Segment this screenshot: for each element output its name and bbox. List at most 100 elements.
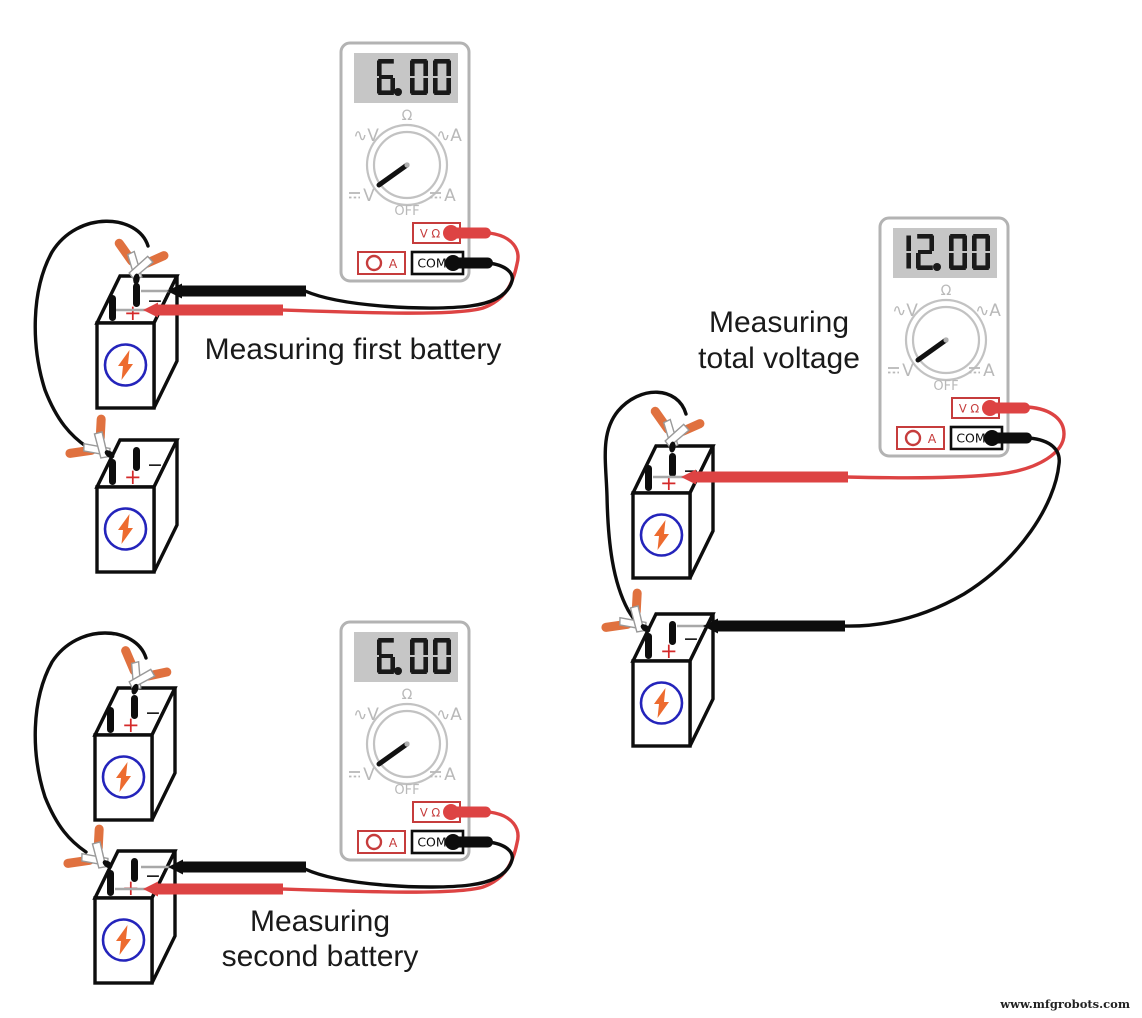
lcd-segment <box>949 253 954 269</box>
lcd-segment <box>410 78 415 94</box>
battery: +− <box>94 274 180 410</box>
lcd-segment <box>378 59 394 64</box>
jumper-wire <box>33 219 150 449</box>
lcd-segment <box>390 78 395 94</box>
lcd-segment <box>377 639 382 655</box>
clip-bite <box>133 273 140 285</box>
terminal-label-positive: + <box>660 471 678 495</box>
lcd-segment <box>917 265 933 270</box>
jack-volts-ohms-label: V Ω <box>420 806 441 820</box>
lightning-bolt-icon <box>654 520 669 550</box>
lcd-segment <box>423 639 428 655</box>
lcd-segment <box>962 235 967 251</box>
lcd-segment <box>410 657 415 673</box>
dial-pointer <box>376 741 410 767</box>
red-plug <box>443 804 459 820</box>
dial-outer-ring <box>365 123 449 207</box>
battery-terminal-positive <box>645 465 652 491</box>
clip-bite <box>131 683 139 695</box>
lightning-bolt-icon <box>654 688 669 718</box>
clip-bite <box>102 860 113 869</box>
lcd-segment <box>378 669 394 674</box>
red-probe <box>694 471 848 483</box>
black-plug <box>445 255 461 271</box>
red-plug <box>443 225 459 241</box>
jack-volts-ohms-label: V Ω <box>959 402 980 416</box>
lcd-decimal-point <box>394 88 402 96</box>
lcd-segment <box>379 654 393 658</box>
lcd-segment <box>950 265 966 270</box>
lcd-segment <box>410 639 415 655</box>
jack-common-label: COM <box>417 256 446 271</box>
red-plug <box>451 806 491 818</box>
red-probe-tip <box>143 302 158 318</box>
black-probe-tip <box>167 283 182 299</box>
red-probe-tip <box>143 881 158 897</box>
lcd-segment <box>446 60 451 76</box>
jack-amps-socket-icon <box>904 429 922 447</box>
dial-inner-ring <box>372 130 442 200</box>
alligator-clip <box>114 238 169 285</box>
alligator-clip <box>650 406 705 453</box>
dial-label-ohms: Ω <box>402 108 413 124</box>
lcd-segment <box>985 253 990 269</box>
lcd-reading <box>377 638 451 675</box>
lcd-decimal-point <box>394 667 402 675</box>
lcd-segment <box>411 638 427 643</box>
black-probe-tip <box>168 859 183 875</box>
dial-label-dc-amps: A <box>444 765 456 785</box>
red-plug <box>990 402 1030 414</box>
jack-amps-label: A <box>928 431 937 446</box>
red-probe-tip <box>681 469 696 485</box>
dial-label-dc-volts: V <box>902 361 914 381</box>
lcd-segment <box>985 235 990 251</box>
battery-terminal-positive <box>109 295 116 321</box>
dial-hub <box>404 741 410 747</box>
lcd-segment <box>917 234 933 239</box>
caption-second-line2: second battery <box>222 940 419 973</box>
lcd-segment <box>378 90 394 95</box>
battery-terminal-positive <box>107 870 114 896</box>
dial-label-ohms: Ω <box>402 687 413 703</box>
dial-pointer <box>376 162 410 188</box>
lcd-segment <box>446 639 451 655</box>
black-test-lead <box>303 261 514 310</box>
jack-common-label: COM <box>417 835 446 850</box>
alligator-clip <box>63 824 113 869</box>
lcd-segment <box>918 250 932 254</box>
lightning-bolt-icon <box>118 350 133 380</box>
lcd-segment <box>434 59 450 64</box>
battery-terminal-negative <box>133 283 140 307</box>
jack-amps-label: A <box>389 256 398 271</box>
black-probe <box>181 861 306 873</box>
red-plug <box>982 400 998 416</box>
battery: +− <box>92 686 178 822</box>
black-test-lead <box>303 840 514 889</box>
dial-label-off: OFF <box>394 204 419 219</box>
lcd-segment <box>446 78 451 94</box>
lcd-segment <box>423 657 428 673</box>
black-plug <box>453 257 493 269</box>
lcd-segment <box>949 235 954 251</box>
dial-pointer <box>915 337 949 363</box>
lcd-decimal-point <box>933 263 941 271</box>
red-plug <box>451 227 491 239</box>
lcd-segment <box>950 234 966 239</box>
alligator-clip <box>65 414 115 459</box>
battery: +− <box>92 849 178 985</box>
lcd-segment <box>973 234 989 239</box>
battery-terminal-negative <box>131 695 138 719</box>
lcd-segment <box>434 638 450 643</box>
lcd-reading <box>377 59 451 96</box>
lcd-segment <box>962 253 967 269</box>
dial-label-off: OFF <box>394 783 419 798</box>
dial-hub <box>943 337 949 343</box>
alligator-clip <box>601 588 651 633</box>
clip-bite <box>640 624 651 633</box>
black-plug <box>984 430 1000 446</box>
